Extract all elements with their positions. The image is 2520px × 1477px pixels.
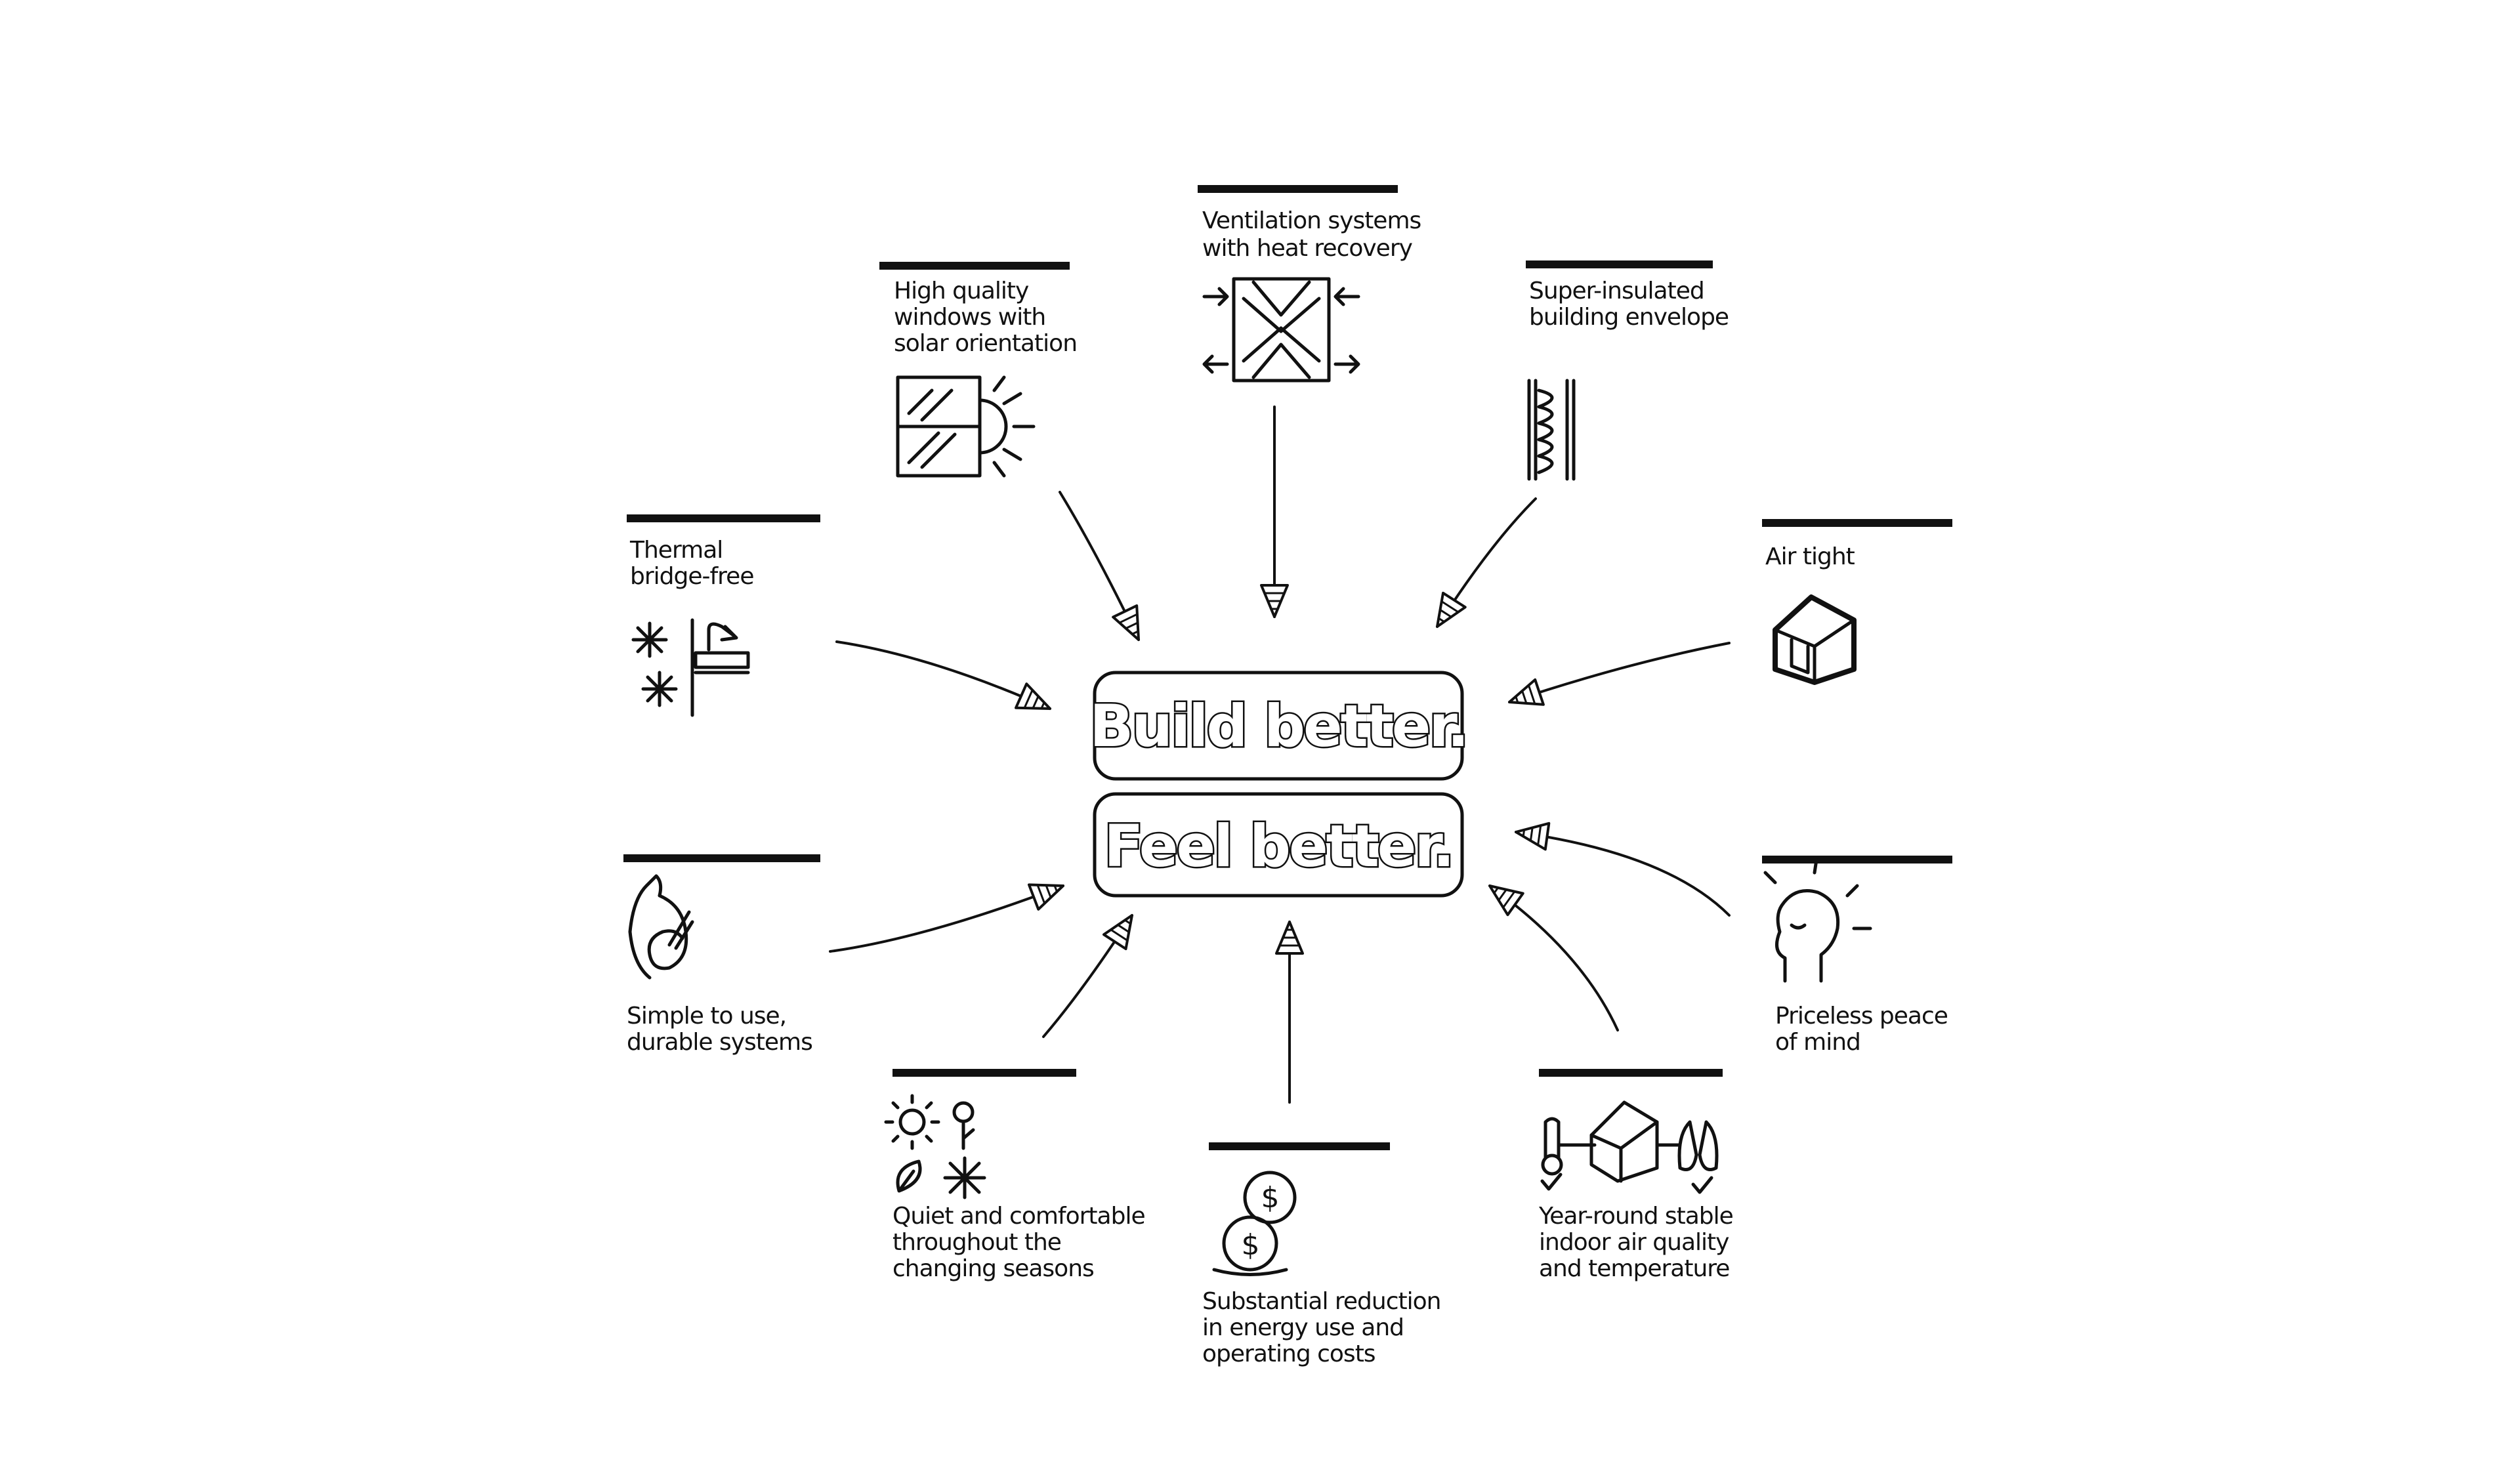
arrow-hatch-peace bbox=[1530, 827, 1534, 841]
benefit-label: Super-insulated building envelope bbox=[1529, 278, 1729, 331]
arrow-hatch-simple bbox=[1037, 884, 1045, 904]
arrow-hatch-airtight bbox=[1528, 685, 1536, 704]
arrow-hatch-thermal bbox=[1032, 696, 1040, 709]
arrow-hatch-peace bbox=[1522, 829, 1526, 837]
arrow-line-airtight bbox=[1508, 642, 1731, 703]
benefit-label: High quality windows with solar orientat… bbox=[894, 278, 1077, 357]
arrow-hatch-windows bbox=[1125, 621, 1139, 629]
arrow-hatch-comfort bbox=[1110, 929, 1128, 942]
benefit-windows: High quality windows with solar orientat… bbox=[879, 262, 1078, 478]
ok-hand-icon bbox=[628, 874, 694, 980]
arrow-hatch-airtight bbox=[1515, 696, 1519, 703]
arrow-hatch-comfort bbox=[1124, 919, 1131, 925]
benefit-insulated: Super-insulated building envelope bbox=[1526, 260, 1729, 481]
center-box-feel: Feel better. bbox=[1093, 792, 1464, 898]
benefit-peace: Priceless peace of mind bbox=[1762, 856, 1954, 1056]
arrow-hatch-thermal bbox=[1040, 701, 1045, 709]
benefit-ventilation: Ventilation systems with heat recovery bbox=[1198, 185, 1428, 383]
benefit-label: Air tight bbox=[1765, 543, 1855, 570]
arrow-hatch-airquality bbox=[1502, 891, 1515, 908]
arrow-hatch-simple bbox=[1045, 884, 1052, 898]
arrow-hatch-thermal bbox=[1024, 690, 1034, 709]
benefit-label: Ventilation systems with heat recovery bbox=[1202, 207, 1428, 262]
heat-exchanger-icon bbox=[1202, 277, 1360, 383]
benefit-label: Thermal bridge-free bbox=[629, 537, 753, 590]
arrow-hatch-comfort bbox=[1117, 924, 1129, 933]
arrow-hatch-airquality bbox=[1498, 889, 1507, 901]
arrow-hatch-insulated bbox=[1441, 600, 1459, 613]
arrow-hatch-simple bbox=[1053, 884, 1058, 892]
benefit-thermal: Thermal bridge-free bbox=[627, 514, 820, 717]
arrow-head-windows bbox=[1112, 604, 1140, 641]
benefit-simple: Simple to use, durable systems bbox=[623, 854, 820, 1056]
benefit-label: Year-round stable indoor air quality and… bbox=[1538, 1203, 1740, 1282]
arrow-hatch-airtight bbox=[1521, 690, 1528, 704]
airtight-house-icon bbox=[1773, 594, 1857, 685]
arrow-hatch-insulated bbox=[1438, 617, 1445, 623]
arrow-head-thermal bbox=[1015, 682, 1051, 710]
arrows bbox=[829, 406, 1731, 1104]
benefit-airtight: Air tight bbox=[1762, 519, 1952, 685]
coins-icon bbox=[1212, 1171, 1297, 1276]
arrow-hatch-peace bbox=[1537, 825, 1542, 845]
benefit-label: Substantial reduction in energy use and … bbox=[1202, 1288, 1448, 1367]
insulation-wall-icon bbox=[1527, 379, 1576, 481]
air-quality-icon bbox=[1540, 1100, 1719, 1194]
coin-symbol: $ bbox=[1242, 1228, 1259, 1262]
benefit-label: Priceless peace of mind bbox=[1775, 1003, 1954, 1056]
arrow-hatch-windows bbox=[1119, 614, 1138, 623]
benefit-airquality: Year-round stable indoor air quality and… bbox=[1538, 1069, 1740, 1282]
benefit-label: Quiet and comfortable throughout the cha… bbox=[892, 1203, 1152, 1282]
arrow-hatch-airquality bbox=[1493, 886, 1499, 894]
seasons-icon bbox=[884, 1094, 986, 1199]
window-sun-icon bbox=[896, 375, 1036, 478]
arrow-head-peace bbox=[1515, 822, 1551, 851]
benefit-label: Simple to use, durable systems bbox=[627, 1003, 812, 1056]
benefit-energy: $ $ Substantial reduction in energy use … bbox=[1202, 1142, 1448, 1367]
arrow-line-thermal bbox=[835, 640, 1051, 710]
center-box-build: Build better. bbox=[1088, 671, 1471, 781]
benefit-comfort: Quiet and comfortable throughout the cha… bbox=[884, 1069, 1152, 1282]
center-title-build: Build better. bbox=[1089, 692, 1467, 760]
arrow-hatch-insulated bbox=[1439, 609, 1452, 618]
calm-head-icon bbox=[1763, 858, 1872, 983]
arrow-hatch-windows bbox=[1131, 630, 1139, 635]
arrow-line-peace bbox=[1515, 831, 1731, 917]
thermal-bridge-icon bbox=[631, 618, 750, 717]
arrow-head-simple bbox=[1028, 883, 1064, 911]
center-title-feel: Feel better. bbox=[1104, 812, 1453, 880]
arrow-line-simple bbox=[829, 884, 1064, 953]
coin-symbol: $ bbox=[1261, 1181, 1279, 1215]
